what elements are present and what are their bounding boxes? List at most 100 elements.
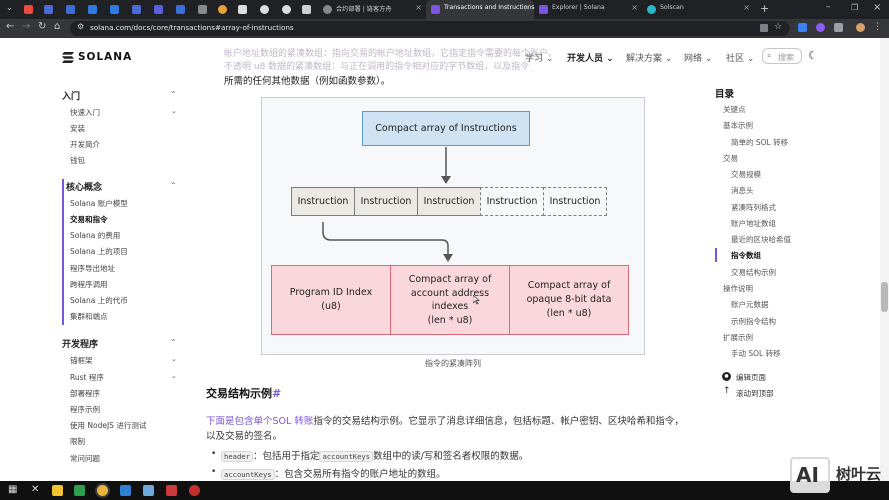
nav-solutions[interactable]: 解决方案 ⌄: [626, 54, 673, 64]
nav-developers[interactable]: 开发人员 ⌄: [567, 54, 614, 64]
close-tab-icon[interactable]: ×: [523, 3, 530, 12]
app-icon[interactable]: [189, 485, 200, 496]
sidebar-item[interactable]: Solana 的费用: [70, 231, 121, 240]
toc-item[interactable]: 操作说明: [723, 284, 753, 293]
minimize-button[interactable]: –: [826, 2, 831, 12]
extensions-puzzle-icon[interactable]: [834, 23, 843, 32]
chevron-down-icon[interactable]: ⌄: [171, 372, 177, 380]
sidebar-item[interactable]: 钱包: [70, 156, 85, 165]
extension-icon[interactable]: [798, 23, 807, 32]
pinned-tab[interactable]: [172, 0, 189, 19]
page-scrollbar[interactable]: [880, 38, 889, 481]
start-menu-icon[interactable]: ▦: [8, 484, 18, 495]
maximize-button[interactable]: ❐: [851, 3, 859, 12]
close-window-button[interactable]: ×: [873, 2, 882, 13]
search-button[interactable]: ⌕ 搜索: [762, 48, 802, 64]
sidebar-item[interactable]: Solana 上的项目: [70, 247, 128, 256]
vscode-icon[interactable]: [120, 485, 131, 496]
toc-item[interactable]: 扩展示例: [723, 333, 753, 342]
toc-item[interactable]: 账户地址数组: [731, 219, 776, 228]
toc-item[interactable]: 交易结构示例: [731, 268, 776, 277]
pinned-app-icon[interactable]: ✕: [31, 484, 40, 495]
browser-tab[interactable]: 合约部署 | 链客方舟 ×: [318, 0, 426, 19]
pinned-tab[interactable]: [62, 0, 79, 19]
app-icon[interactable]: [166, 485, 177, 496]
sidebar-item[interactable]: 程序示例: [70, 405, 100, 414]
url-field[interactable]: ⚙ solana.com/docs/core/transactions#arra…: [70, 21, 790, 36]
app-icon[interactable]: [74, 485, 85, 496]
sidebar-item[interactable]: 使用 NodeJS 进行测试: [70, 421, 147, 430]
tab-list-button[interactable]: ⌄: [6, 3, 13, 12]
chevron-up-icon[interactable]: ⌃: [170, 338, 177, 347]
sidebar-section-core-concepts[interactable]: 核心概念: [66, 183, 103, 193]
sidebar-item[interactable]: 常问问题: [70, 454, 100, 463]
sidebar-section-getting-started[interactable]: 入门: [62, 92, 81, 102]
browser-menu-icon[interactable]: ⋮: [873, 22, 882, 32]
chevron-down-icon[interactable]: ⌄: [171, 355, 177, 363]
sidebar-item[interactable]: 锚框架: [70, 356, 93, 365]
pinned-tab[interactable]: [278, 0, 295, 19]
sidebar-item[interactable]: Solana 上的代币: [70, 296, 128, 305]
sidebar-item[interactable]: 程序导出地址: [70, 264, 115, 273]
site-logo-text[interactable]: SOLANA: [78, 51, 133, 63]
scrollbar-thumb[interactable]: [881, 282, 888, 312]
solana-logo-icon[interactable]: [62, 52, 74, 63]
translate-icon[interactable]: [760, 24, 768, 32]
browser-tab-active[interactable]: Transactions and Instructions ×: [426, 0, 535, 19]
sidebar-item[interactable]: 安装: [70, 124, 85, 133]
browser-tab[interactable]: Explorer | Solana ×: [534, 0, 642, 19]
chevron-up-icon[interactable]: ⌃: [170, 90, 177, 99]
edit-page-link[interactable]: 编辑页面: [736, 373, 766, 382]
toc-item[interactable]: 关键点: [723, 105, 746, 114]
sidebar-item[interactable]: 跨程序调用: [70, 280, 108, 289]
toc-item[interactable]: 交易: [723, 154, 738, 163]
anchor-link[interactable]: #: [272, 387, 282, 400]
pinned-tab[interactable]: [214, 0, 231, 19]
toc-item[interactable]: 消息头: [731, 186, 754, 195]
nav-community[interactable]: 社区 ⌄: [726, 54, 755, 64]
toc-item[interactable]: 示例指令结构: [731, 317, 776, 326]
pinned-tab[interactable]: [234, 0, 251, 19]
scroll-to-top-link[interactable]: 滚动到顶部: [736, 389, 774, 398]
sidebar-item[interactable]: Solana 账户模型: [70, 199, 128, 208]
home-icon[interactable]: ⌂: [54, 21, 61, 32]
new-tab-button[interactable]: +: [760, 2, 770, 15]
bookmark-star-icon[interactable]: ☆: [774, 22, 783, 32]
profile-avatar[interactable]: [856, 23, 865, 32]
sidebar-item[interactable]: Rust 程序: [70, 373, 104, 382]
sidebar-item[interactable]: 快速入门: [70, 108, 100, 117]
toc-item[interactable]: 基本示例: [723, 121, 753, 130]
sidebar-item[interactable]: 限制: [70, 437, 85, 446]
sidebar-section-developing-programs[interactable]: 开发程序: [62, 340, 99, 350]
pinned-tab[interactable]: [128, 0, 145, 19]
pinned-tab[interactable]: [84, 0, 101, 19]
browser-tab[interactable]: Solscan ×: [642, 0, 754, 19]
nav-learn[interactable]: 学习 ⌄: [525, 54, 554, 64]
toc-item[interactable]: 账户元数据: [731, 300, 769, 309]
file-explorer-icon[interactable]: [52, 485, 63, 496]
pinned-tab[interactable]: [298, 0, 315, 19]
toc-item[interactable]: 最近的区块哈希值: [731, 235, 791, 244]
forward-arrow-icon[interactable]: →: [22, 21, 31, 32]
pinned-tab[interactable]: [20, 0, 37, 19]
chevron-up-icon[interactable]: ⌃: [170, 181, 177, 190]
sidebar-item[interactable]: 集群和端点: [70, 312, 108, 321]
site-info-icon[interactable]: ⚙: [77, 22, 85, 31]
extension-icon[interactable]: [816, 23, 825, 32]
theme-toggle-moon-icon[interactable]: ☾: [808, 49, 818, 62]
app-icon[interactable]: [143, 485, 154, 496]
toc-item-active[interactable]: 指令数组: [731, 251, 761, 260]
close-tab-icon[interactable]: ×: [415, 3, 422, 12]
close-tab-icon[interactable]: ×: [743, 3, 750, 12]
toc-item[interactable]: 交易规模: [731, 170, 761, 179]
toc-item[interactable]: 简单的 SOL 转移: [731, 138, 789, 147]
back-arrow-icon[interactable]: ←: [6, 21, 15, 32]
pinned-tab[interactable]: [194, 0, 211, 19]
close-tab-icon[interactable]: ×: [631, 3, 638, 12]
chevron-down-icon[interactable]: ⌄: [171, 107, 177, 115]
toc-item[interactable]: 手动 SOL 转移: [731, 349, 781, 358]
pinned-tab[interactable]: [40, 0, 57, 19]
pinned-tab[interactable]: [256, 0, 273, 19]
pinned-tab[interactable]: [106, 0, 123, 19]
pinned-tab[interactable]: [150, 0, 167, 19]
